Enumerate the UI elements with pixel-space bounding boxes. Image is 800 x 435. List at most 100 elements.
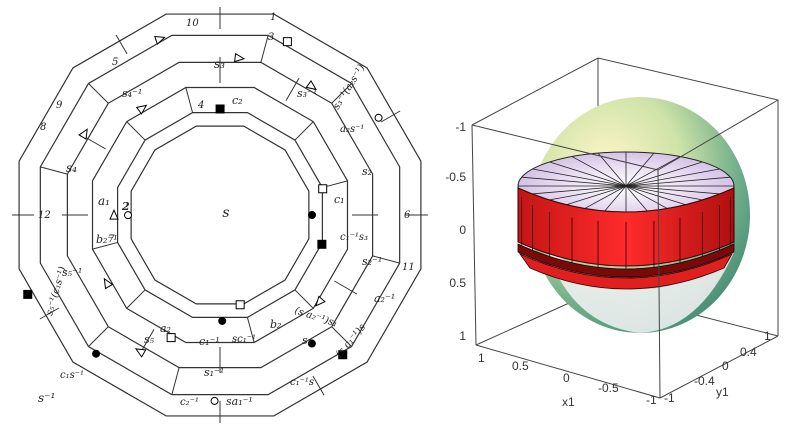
y-tick: -1 — [664, 391, 675, 405]
filled-square-marker — [338, 350, 348, 360]
y-tick: 0 — [722, 359, 729, 373]
ring-divider — [92, 241, 118, 250]
ring-divider — [40, 166, 68, 175]
edge-number: 8 — [40, 122, 46, 133]
edge-number: 4 — [197, 100, 204, 111]
label-b2inv: b₂⁻¹ — [96, 233, 118, 246]
edge-numbers: 10 3 2 4 1 5 9 6 8 7 11 12 — [38, 12, 415, 273]
ring-polygon — [130, 125, 310, 305]
corner-label: s⁻¹ — [38, 391, 55, 405]
ring-divider — [88, 83, 109, 104]
label-c1inv-s3: c₁⁻¹s₃ — [340, 232, 368, 243]
box-back-edges — [471, 57, 779, 336]
filled-dot-marker — [308, 211, 316, 219]
ring-divider — [334, 280, 358, 295]
ring-divider — [372, 255, 400, 264]
label-sa1inv: sa₁⁻¹ — [226, 395, 253, 408]
z-tick: 0.5 — [449, 276, 466, 290]
filled-square-marker — [317, 239, 327, 249]
box-top-right — [657, 99, 779, 171]
ring-divider — [39, 307, 60, 320]
center-label: s — [222, 205, 229, 221]
label-s3inv: s₃⁻¹ — [297, 87, 317, 100]
edge-number: 9 — [56, 100, 63, 111]
disc-spoke — [521, 185, 627, 196]
edge-number: 2 — [121, 200, 130, 213]
polygon-diagram: s s⁻¹ s₃ c₂ s₄⁻¹ s₃⁻¹ s₄ a₁ b₂⁻¹ s₅⁻¹ s₅… — [12, 7, 428, 423]
open-dot-marker — [124, 211, 133, 220]
x-tick: 0 — [563, 371, 570, 385]
label-a2sinv: a₂s⁻¹ — [340, 124, 364, 135]
label-a1: a₁ — [98, 194, 110, 208]
disc-spoke — [625, 168, 720, 187]
label-s1: s₁ — [302, 334, 312, 347]
label-c1: c₁ — [334, 193, 345, 206]
triangle-arrow-marker — [305, 79, 317, 91]
filled-dot-marker — [92, 349, 101, 358]
y-tick: -0.4 — [694, 374, 715, 388]
label-c1sinv: c₁s⁻¹ — [60, 370, 84, 381]
sphere-lower-cap — [545, 245, 735, 333]
label-a2inv: a₂⁻¹ — [374, 292, 395, 305]
x-axis-title: x1 — [562, 395, 575, 409]
ring-divider — [260, 35, 269, 63]
disc-spoke — [549, 161, 627, 187]
triangle-arrow-marker — [134, 348, 147, 358]
label-sc1inv: sc₁⁻¹ — [232, 334, 256, 345]
ring-divider — [126, 121, 146, 141]
z-tick: 1 — [459, 329, 466, 343]
label-c2inv: c₂⁻¹ — [180, 397, 199, 408]
ring-divider — [380, 110, 401, 123]
label-s5inv-c1sinv: s₅⁻¹(c₁s⁻¹) — [44, 265, 68, 316]
label-c1invs: c₁⁻¹s — [290, 377, 314, 388]
ring-divider — [312, 375, 325, 396]
ring-divider — [115, 34, 128, 55]
label-s1inv: s₁⁻¹ — [204, 366, 224, 379]
filled-square-marker — [23, 289, 33, 299]
plot-box-front — [471, 99, 779, 399]
disc-spoke — [625, 161, 703, 187]
open-square-marker — [318, 184, 328, 194]
disc-spoke — [625, 152, 655, 187]
triangle-arrow-marker — [315, 295, 326, 307]
triangle-arrow-marker — [109, 208, 119, 220]
sphere-plot: -1 -0.5 0 0.5 1 1 0.5 0 -0.5 -1 x1 -1 -0… — [445, 57, 779, 409]
z-tick: -1 — [455, 120, 466, 134]
x-tick: -1 — [646, 393, 657, 407]
ring-divider — [126, 289, 146, 309]
ring-divider — [88, 326, 109, 347]
ring-divider — [294, 289, 314, 309]
ring-divider — [331, 83, 352, 104]
disc-spoke — [625, 176, 731, 187]
label-sa2inv-s1: (s a₂⁻¹)s₁ — [293, 305, 339, 329]
disc-spoke — [625, 185, 731, 196]
ring-divider — [171, 367, 180, 395]
open-dot-marker — [374, 113, 383, 122]
x-tick: 0.5 — [512, 359, 529, 373]
z-tick: 0 — [459, 223, 466, 237]
edge-number: 6 — [404, 210, 411, 221]
disc-spoke — [521, 176, 627, 187]
disc-spoke — [532, 168, 627, 187]
x-tick: 1 — [478, 351, 485, 365]
label-s3inv-a2sinv: s₃⁻¹(a₂s⁻¹) — [331, 63, 367, 112]
ring-divider — [331, 326, 352, 347]
label-sc1inv-s: (s c₁⁻¹)s — [334, 322, 368, 360]
edge-number: 7 — [108, 234, 115, 245]
ring-polygon — [117, 112, 323, 318]
label-s2inv: s₂⁻¹ — [362, 255, 382, 268]
ring-divider — [285, 77, 300, 101]
disc-spoke — [571, 156, 627, 187]
band-lower — [518, 253, 733, 290]
y-tick: 0.4 — [740, 345, 757, 359]
edge-number: 3 — [268, 32, 274, 43]
box-floor-front — [475, 344, 661, 399]
x-tick: -0.5 — [598, 381, 619, 395]
edge-number: 11 — [402, 262, 415, 273]
disc-spoke — [625, 156, 681, 187]
open-dot-marker — [210, 396, 219, 405]
edge-number: 12 — [38, 210, 51, 221]
label-s4inv: s₄⁻¹ — [122, 87, 142, 100]
filled-dot-marker — [218, 316, 227, 325]
ring-divider — [140, 329, 155, 353]
